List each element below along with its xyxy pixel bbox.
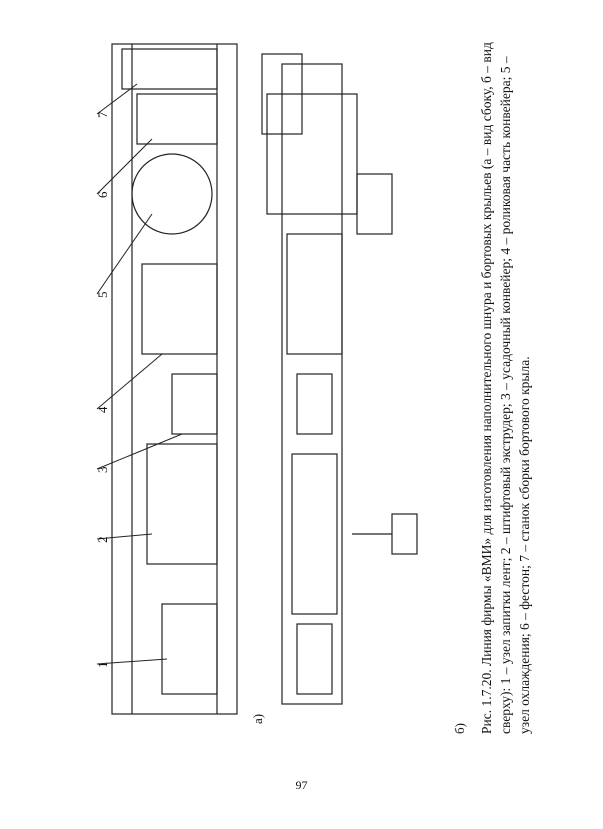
unit-1-shape bbox=[161, 603, 218, 695]
page-number: 97 bbox=[295, 778, 308, 792]
side-view-frame bbox=[111, 43, 238, 715]
callouts: 1 2 3 4 5 6 7 bbox=[95, 83, 183, 669]
unit-7-shape bbox=[121, 48, 218, 90]
view-b-label: б) bbox=[452, 723, 467, 734]
callout-2: 2 bbox=[95, 537, 110, 544]
callout-6: 6 bbox=[95, 191, 110, 198]
view-a-label: а) bbox=[250, 714, 265, 724]
rotated-figure: 1 2 3 4 5 6 7 а) б) Рис. 1.7.20. Линия ф… bbox=[92, 34, 562, 734]
unit-2-shape bbox=[146, 443, 218, 565]
callout-7: 7 bbox=[95, 111, 110, 118]
figure-caption: Рис. 1.7.20. Линия фирмы «ВМИ» для изгот… bbox=[477, 34, 534, 734]
unit-4-shape bbox=[141, 263, 218, 355]
callout-4: 4 bbox=[95, 406, 110, 413]
unit-5-shape bbox=[131, 153, 213, 235]
callout-1: 1 bbox=[95, 662, 110, 669]
callout-5: 5 bbox=[95, 292, 110, 299]
unit-6-shape bbox=[136, 93, 218, 145]
unit-3-shape bbox=[171, 373, 218, 435]
callout-3: 3 bbox=[95, 467, 110, 474]
top-view-frame bbox=[281, 63, 343, 705]
figure-caption-text: Рис. 1.7.20. Линия фирмы «ВМИ» для изгот… bbox=[479, 42, 532, 734]
line-drawing: 1 2 3 4 5 6 7 а) bbox=[95, 43, 418, 724]
